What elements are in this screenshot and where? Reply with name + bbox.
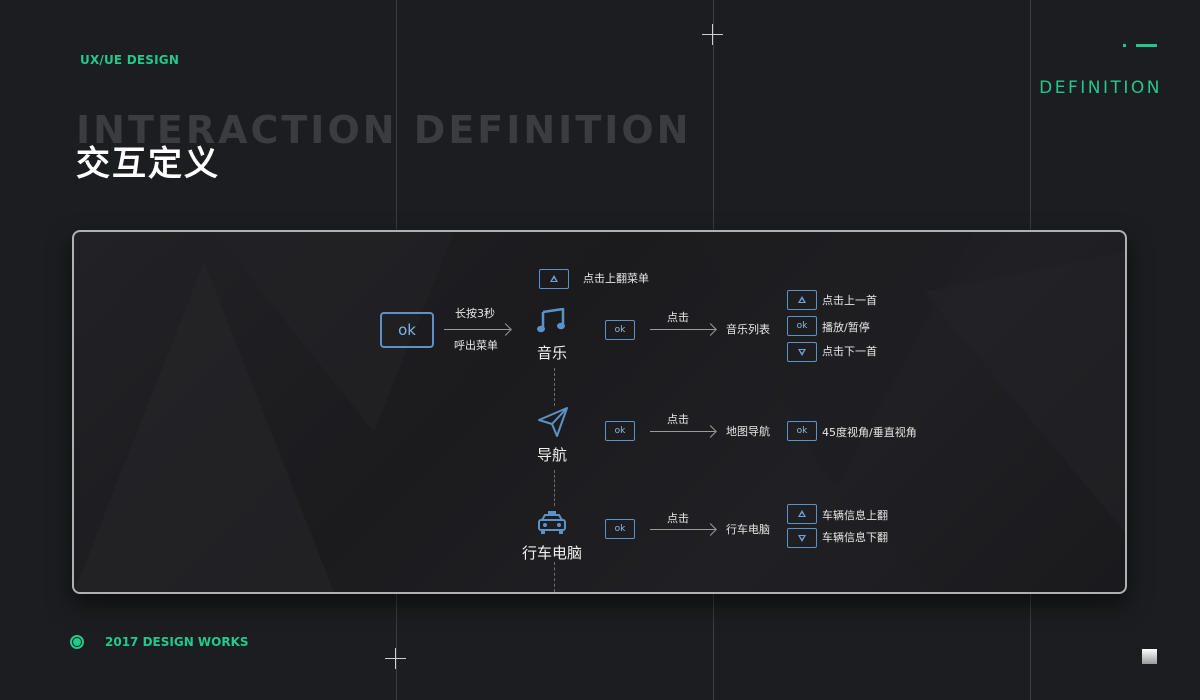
vehicle-info-up-button[interactable] [787,504,817,524]
navigation-title: 导航 [536,446,567,464]
music-ok-button[interactable]: ok [605,320,635,340]
crosshair-mark [385,648,406,669]
accent-bar [1136,44,1157,47]
triangle-up-icon [798,510,806,517]
prev-track-button[interactable] [787,290,817,310]
accent-dot [1123,44,1126,47]
music-note-icon [537,308,565,333]
long-press-label: 长按3秒 [455,307,495,320]
prev-track-label: 点击上一首 [822,294,877,307]
section-label: DEFINITION [1039,78,1162,98]
triangle-up-icon [550,275,558,282]
dashed-connector [554,368,555,406]
corner-square [1142,649,1157,664]
navigation-target-label: 地图导航 [726,425,770,438]
play-pause-button[interactable]: ok [787,316,817,336]
music-click-label: 点击 [667,311,689,324]
navigation-arrow-icon [538,407,568,437]
triangle-down-icon [798,349,806,356]
vehicle-info-up-label: 车辆信息上翻 [822,509,888,522]
brand-tag: UX/UE DESIGN [80,53,180,67]
car-icon [538,511,566,534]
next-track-button[interactable] [787,342,817,362]
footer-label: 2017 DESIGN WORKS [105,635,249,649]
background-polygons [74,232,1125,592]
interaction-diagram-panel: ok 长按3秒 呼出菜单 点击上翻菜单 音乐 ok 点击 音乐列表 点击上一首 … [72,230,1127,594]
trip-computer-ok-button[interactable]: ok [605,519,635,539]
navigation-click-label: 点击 [667,413,689,426]
arrow-connector [650,329,715,330]
up-menu-label: 点击上翻菜单 [583,272,649,285]
music-target-label: 音乐列表 [726,323,770,336]
triangle-down-icon [798,535,806,542]
triangle-up-icon [798,296,806,303]
vehicle-info-down-button[interactable] [787,528,817,548]
call-menu-label: 呼出菜单 [454,339,498,352]
arrow-connector [650,529,715,530]
ok-button-main[interactable]: ok [380,312,434,348]
ghost-title: INTERACTION DEFINITION [76,108,692,152]
trip-computer-click-label: 点击 [667,512,689,525]
dashed-connector [554,470,555,506]
trip-computer-title: 行车电脑 [521,544,582,562]
navigation-ok-button[interactable]: ok [605,421,635,441]
view-angle-label: 45度视角/垂直视角 [822,426,917,439]
view-angle-button[interactable]: ok [787,421,817,441]
arrow-connector [444,329,510,330]
play-pause-label: 播放/暂停 [822,321,870,334]
music-title: 音乐 [536,344,567,362]
up-menu-button[interactable] [539,269,569,289]
dashed-connector [554,562,555,592]
next-track-label: 点击下一首 [822,345,877,358]
trip-computer-target-label: 行车电脑 [726,523,770,536]
page-title: 交互定义 [76,144,220,184]
vehicle-info-down-label: 车辆信息下翻 [822,531,888,544]
footer-ring-icon [70,635,84,649]
arrow-connector [650,431,715,432]
crosshair-mark [702,24,723,45]
